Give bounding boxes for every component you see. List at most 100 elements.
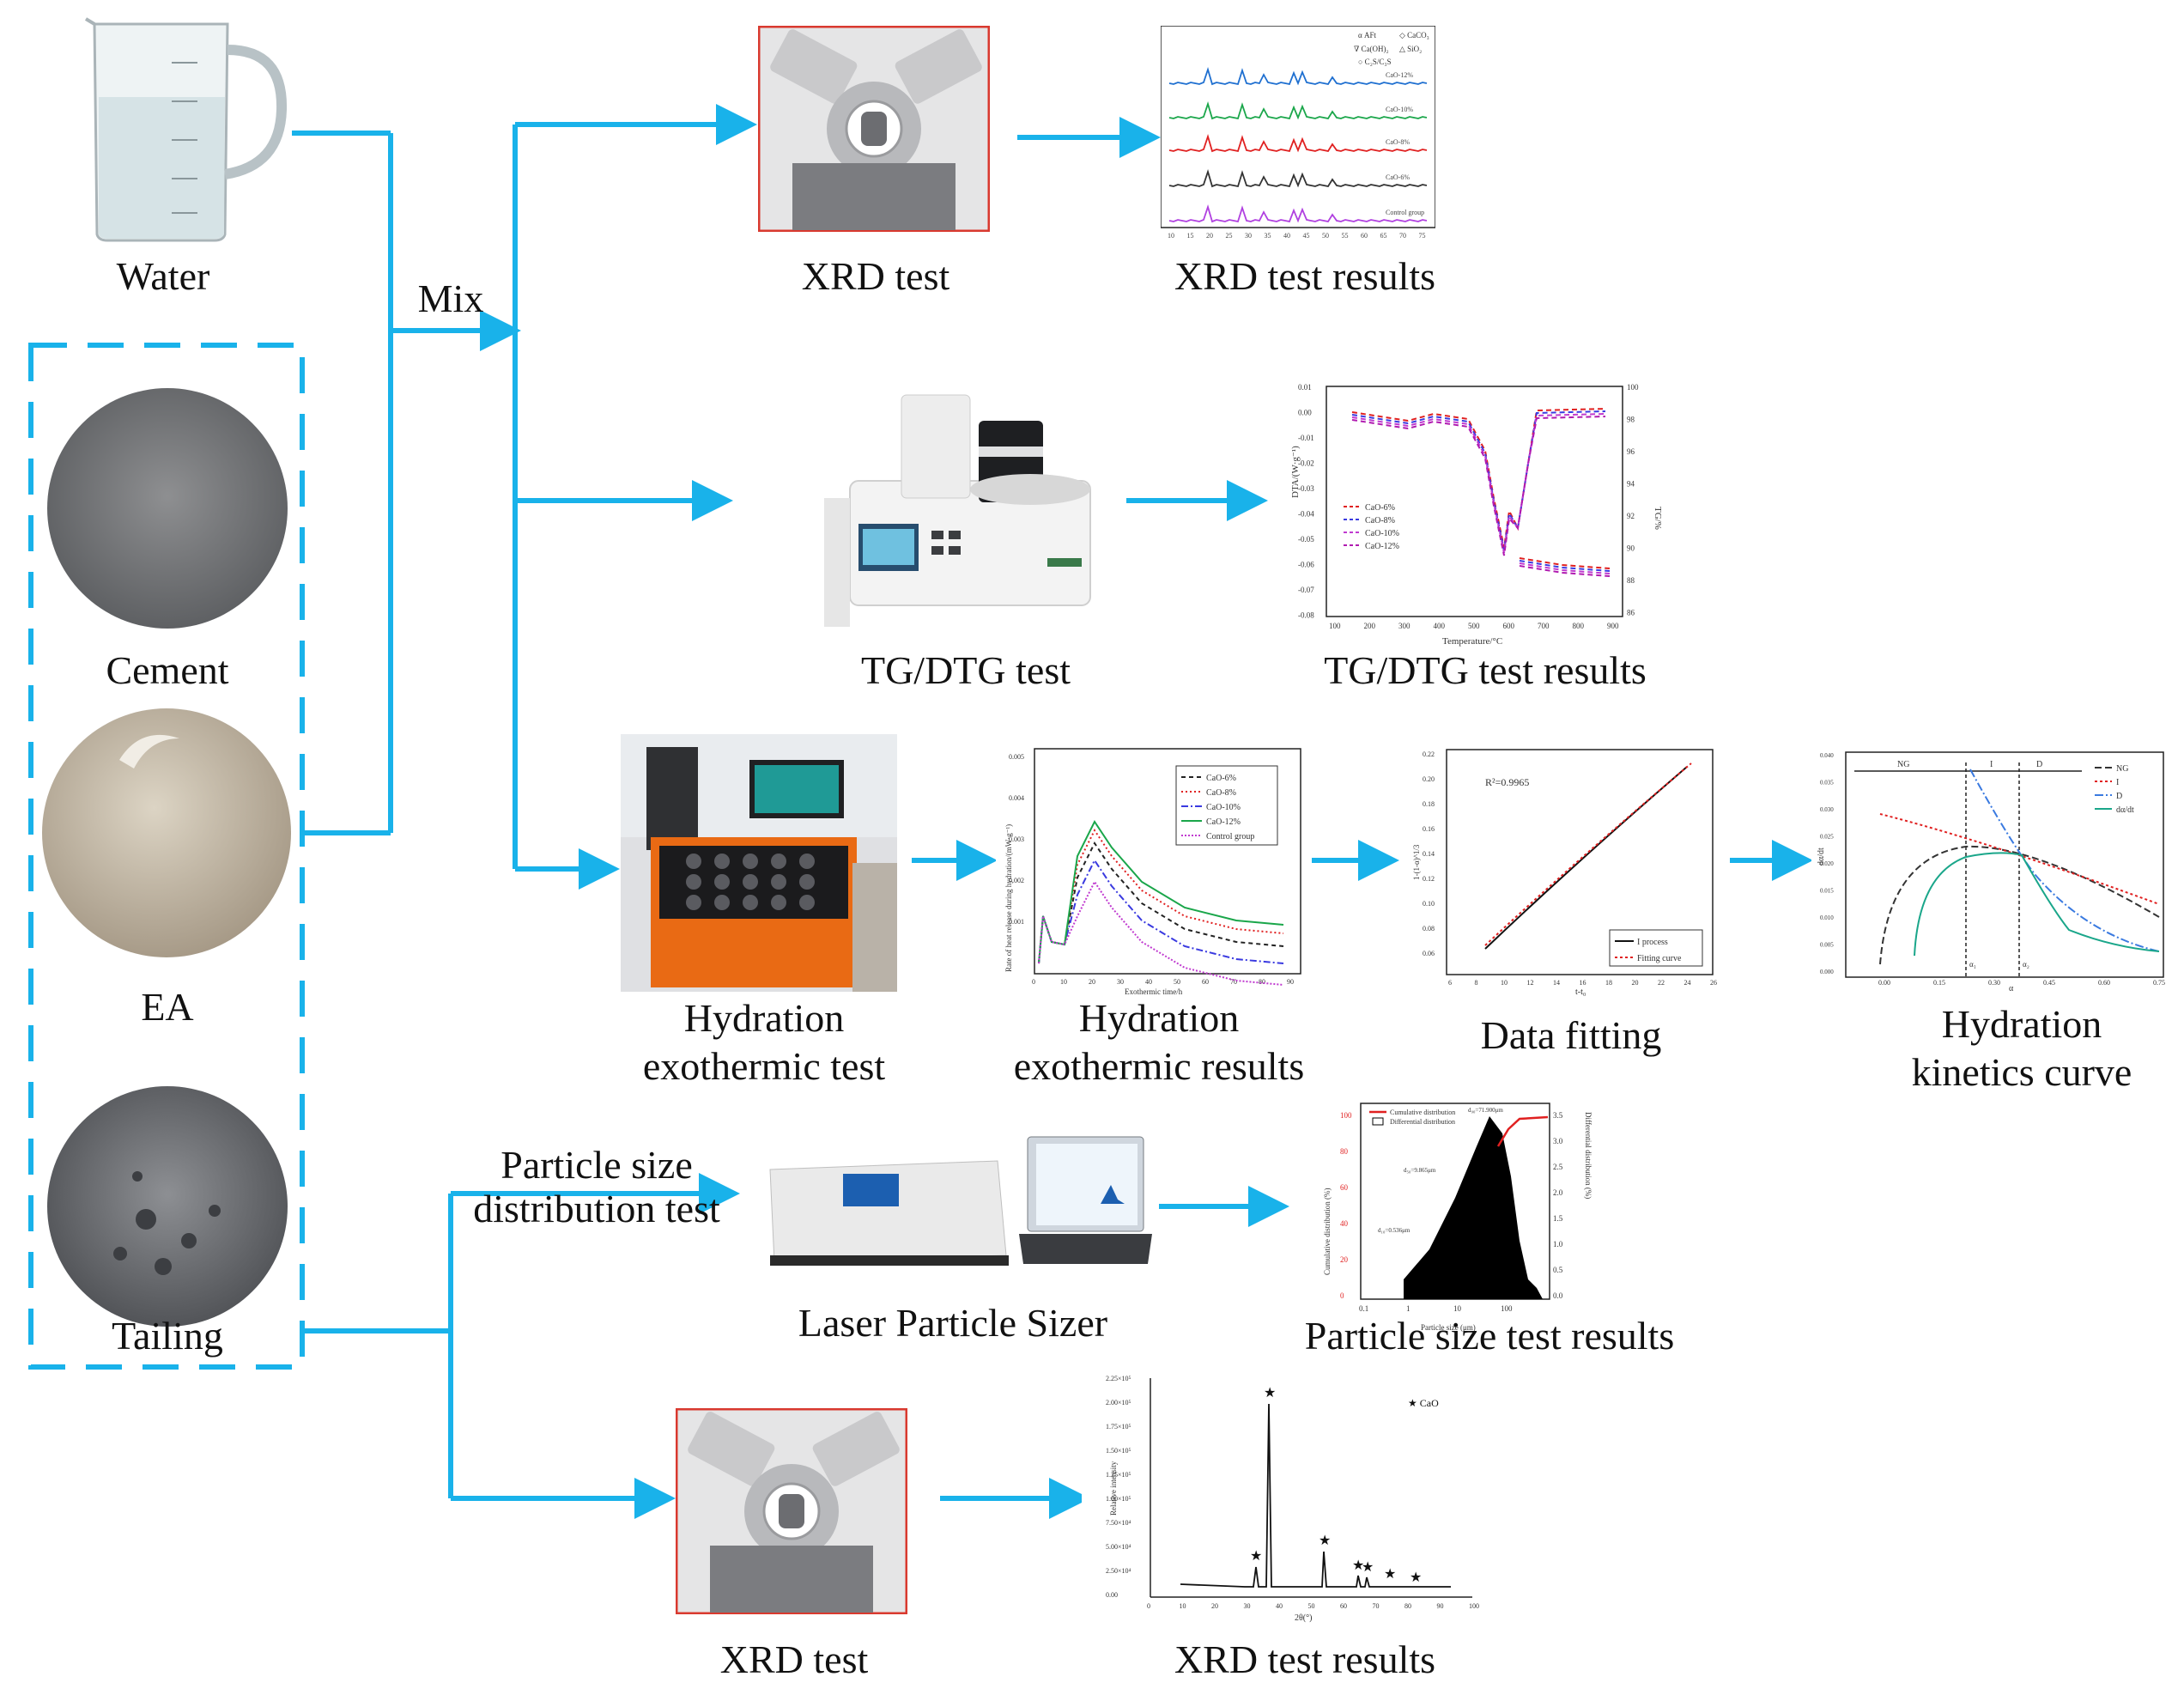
tg-series-tail — [1519, 562, 1611, 574]
kin-y-tick: 0.015 — [1820, 888, 1834, 895]
kin-y-tick: 0.000 — [1820, 969, 1834, 975]
psd-legend-label: Cumulative distribution — [1390, 1109, 1455, 1116]
xrd2-y-tick: 2.25×10⁵ — [1106, 1375, 1131, 1382]
well — [743, 854, 758, 869]
tg-x-tick: 800 — [1573, 622, 1585, 630]
psd-legend-swatch — [1372, 1117, 1384, 1126]
psd-right-tick: 0.5 — [1553, 1266, 1563, 1274]
hyd-legend-label: CaO-12% — [1206, 817, 1241, 827]
fit-x-tick: 20 — [1632, 979, 1639, 987]
fit-y-tick: 0.22 — [1423, 750, 1435, 758]
hydration-results-line-1: Hydration — [1078, 996, 1240, 1040]
laser-sizer-image — [769, 1136, 1152, 1266]
xrd-x-tick: 55 — [1342, 232, 1349, 240]
fit-y-tick: 0.12 — [1423, 875, 1435, 883]
xrd-series-line — [1168, 66, 1428, 86]
psd-annotation: d₅₀=9.865μm — [1404, 1167, 1436, 1174]
fit-y-tick: 0.20 — [1423, 775, 1435, 783]
hydration-results-label: Hydration exothermic results — [987, 994, 1331, 1090]
xrd-series-line — [1168, 204, 1428, 223]
particle-test-label: Particle size distribution test — [455, 1143, 738, 1230]
hydration-test-line-1: Hydration — [683, 996, 845, 1040]
well — [771, 854, 786, 869]
kin-region-label: I — [1990, 760, 1993, 769]
fit-y-tick: 0.08 — [1423, 925, 1435, 933]
svg-text:α AFt: α AFt — [1358, 31, 1376, 39]
xrd2-x-tick: 0 — [1147, 1602, 1150, 1610]
tg-series-tail — [1519, 557, 1611, 569]
tg-x-tick: 100 — [1329, 622, 1341, 630]
hyd-legend-label: CaO-10% — [1206, 803, 1241, 812]
psd-annotation: d₁₀=0.536μm — [1378, 1227, 1410, 1234]
tg-left-tick: -0.01 — [1298, 434, 1314, 442]
hyd-legend-label: Control group — [1206, 832, 1254, 841]
tailing-label: Tailing — [112, 1314, 223, 1358]
well — [743, 895, 758, 910]
xrd-x-tick: 75 — [1419, 232, 1426, 240]
xrd-instrument-image-2 — [676, 1408, 907, 1614]
well — [714, 895, 730, 910]
kin-x-tick: 0.75 — [2153, 979, 2165, 987]
xrd-test-label-1: XRD test — [801, 254, 950, 298]
xrd2-x-tick: 90 — [1437, 1602, 1444, 1610]
xrd-x-tick: 20 — [1206, 232, 1213, 240]
xrd-x-tick: 45 — [1303, 232, 1310, 240]
tg-results-label: TG/DTG test results — [1324, 648, 1647, 692]
hyd-x-tick: 0 — [1032, 978, 1035, 986]
kinetics-line-1: Hydration — [1941, 1002, 2102, 1046]
tg-x-tick: 900 — [1607, 622, 1619, 630]
hyd-x-tick: 90 — [1287, 978, 1294, 986]
well — [799, 874, 815, 890]
fit-x-tick: 12 — [1527, 979, 1534, 987]
tailing-image — [47, 1086, 288, 1327]
xrd-series-line — [1168, 168, 1428, 188]
xrd2-y-tick: 1.50×10⁵ — [1106, 1447, 1131, 1455]
svg-text:α: α — [2009, 984, 2014, 993]
xrd2-x-tick: 100 — [1469, 1602, 1479, 1610]
psd-x-tick: 10 — [1453, 1304, 1462, 1313]
xrd2-y-tick: 1.00×10⁵ — [1106, 1495, 1131, 1503]
hyd-y-tick: 0.003 — [1009, 835, 1024, 843]
tg-right-tick: 96 — [1627, 447, 1635, 456]
well — [771, 895, 786, 910]
hyd-x-tick: 80 — [1259, 978, 1265, 986]
particle-results-chart: Cumulative distribution (%) Differential… — [1318, 1095, 1592, 1335]
psd-right-tick: 0.0 — [1553, 1291, 1563, 1300]
kin-legend-label: dα/dt — [2116, 805, 2134, 815]
hyd-legend-label: CaO-6% — [1206, 774, 1236, 783]
kin-y-tick: 0.030 — [1820, 806, 1834, 813]
svg-text:Exothermic time/h: Exothermic time/h — [1125, 987, 1183, 996]
kin-x-tick: 0.00 — [1878, 979, 1890, 987]
xrd-x-tick: 25 — [1226, 232, 1233, 240]
tg-left-tick: -0.02 — [1298, 459, 1314, 468]
tg-left-tick: 0.00 — [1298, 409, 1312, 417]
xrd-x-tick: 30 — [1245, 232, 1252, 240]
fit-y-tick: 0.10 — [1423, 900, 1435, 908]
svg-text:◇ CaCO₃: ◇ CaCO₃ — [1399, 31, 1429, 39]
ea-label: EA — [141, 985, 194, 1029]
xrd-series-line — [1168, 100, 1428, 120]
svg-text:t-t₀: t-t₀ — [1575, 987, 1586, 996]
well — [771, 874, 786, 890]
tg-left-tick: 0.01 — [1298, 383, 1312, 392]
tg-left-tick: -0.04 — [1298, 510, 1314, 519]
xrd-series-label: CaO-12% — [1386, 71, 1413, 79]
hyd-x-tick: 20 — [1089, 978, 1095, 986]
xrd-series-label: CaO-8% — [1386, 138, 1410, 146]
cement-image — [47, 388, 288, 629]
xrd2-peak-star: ★ — [1362, 1560, 1374, 1575]
xrd2-y-tick: 2.00×10⁵ — [1106, 1399, 1131, 1406]
hyd-y-tick: 0.005 — [1009, 753, 1024, 761]
well — [686, 854, 701, 869]
well — [714, 854, 730, 869]
fit-curve-line — [1484, 762, 1692, 946]
water-label: Water — [116, 254, 210, 298]
xrd2-y-tick: 1.25×10⁵ — [1106, 1471, 1131, 1479]
psd-x-tick: 100 — [1501, 1304, 1513, 1313]
svg-text:Temperature/°C: Temperature/°C — [1442, 636, 1502, 647]
psd-right-tick: 2.5 — [1553, 1163, 1563, 1171]
psd-x-tick: 0.1 — [1359, 1304, 1368, 1313]
xrd2-y-tick: 5.00×10⁴ — [1106, 1543, 1131, 1551]
kin-x-tick: 0.45 — [2043, 979, 2055, 987]
